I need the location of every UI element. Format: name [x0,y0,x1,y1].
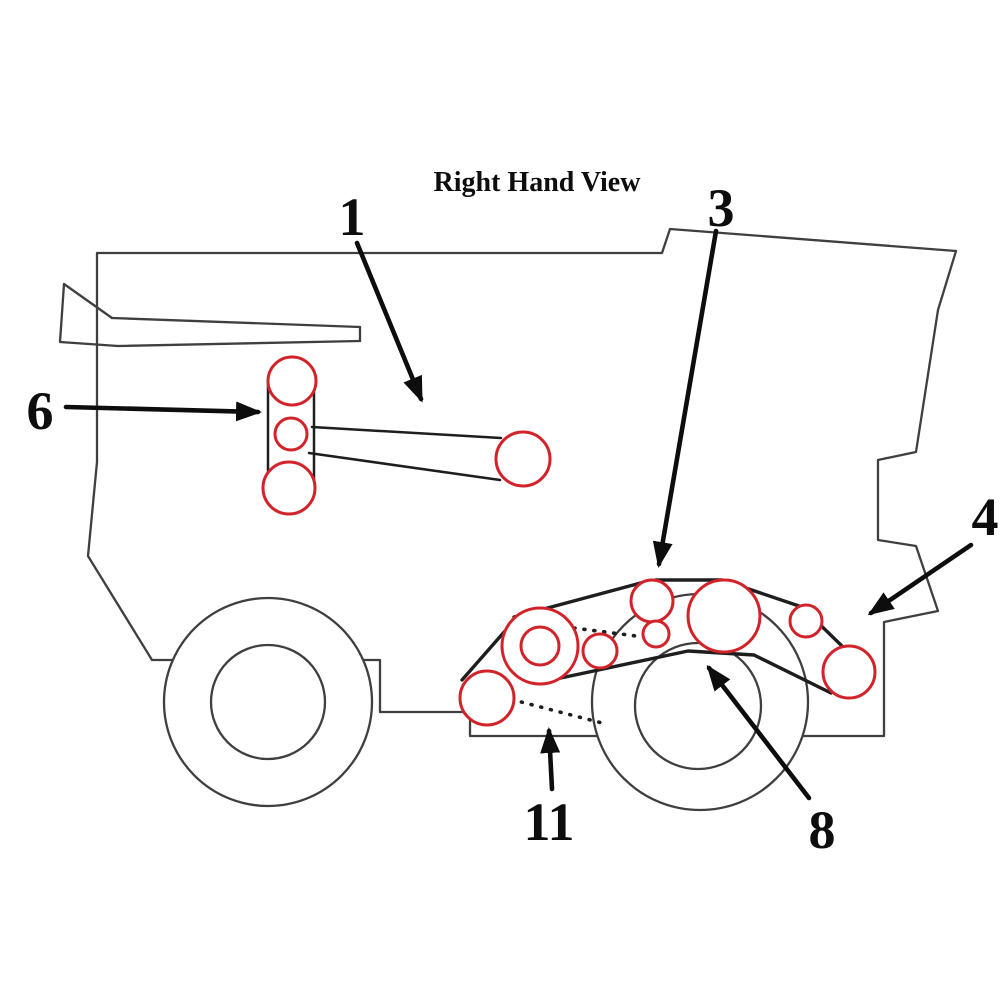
pulley-drive-double-inner [519,625,561,667]
diagram-title: Right Hand View [434,167,642,198]
pulley-far-right [821,644,877,700]
callout-label-11: 11 [523,792,574,852]
dotted-belt-segment-lower [500,695,608,726]
pulley-upper-middle [629,578,675,624]
callout-arrow-6 [63,401,262,422]
long-belt-upper-run [310,425,503,440]
callout-label-4: 4 [972,487,999,547]
pulley-unloader-middle [273,416,309,452]
pulley-lower-left [458,669,516,727]
callout-arrow-4 [867,542,974,616]
rear-belt-upper-right [654,578,846,650]
front-wheel-inner [209,643,327,761]
auger-arm-bottom-edge [116,339,362,348]
pulley-small-right [788,603,824,639]
pulley-unloader-top [266,355,318,407]
callout-arrow-11 [540,727,561,792]
pulley-middle-small [641,619,671,649]
pulley-long-belt-right [494,430,552,488]
callout-arrow-3 [652,228,719,568]
callout-label-6: 6 [27,381,54,441]
pulley-large-right [686,578,762,654]
rear-belt-left-tangent [460,629,507,682]
callout-arrow-1 [354,240,424,403]
callout-label-1: 1 [339,187,366,247]
dotted-belt-segment-upper [572,626,638,638]
auger-elbow [58,282,120,348]
rear-wheel-inner [633,641,763,771]
pulley-unloader-bottom [261,460,317,516]
callout-arrow-8 [706,664,812,801]
callout-label-8: 8 [809,800,836,860]
callout-label-3: 3 [708,178,735,238]
auger-arm-top-edge [110,316,362,329]
long-belt-lower-run [307,451,502,482]
pulley-idler-small [581,632,619,670]
